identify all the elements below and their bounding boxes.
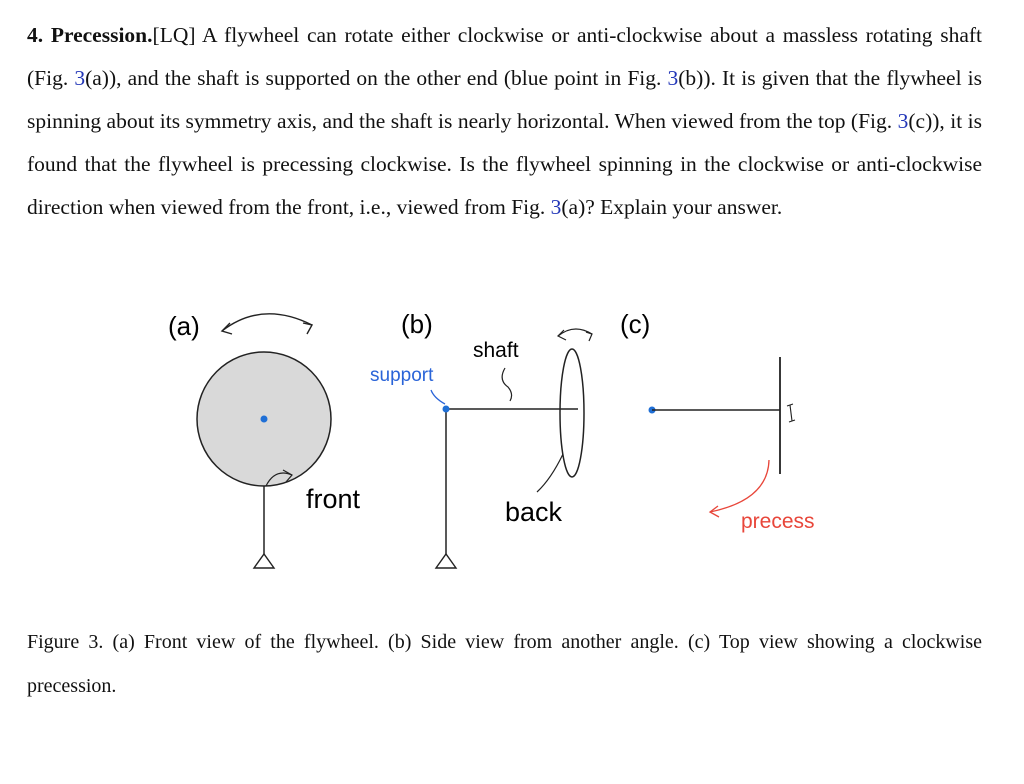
figure-ref-link[interactable]: 3 (550, 195, 562, 219)
precess-label: precess (741, 510, 815, 533)
panel-b-label: (b) (401, 309, 433, 339)
problem-text-5: (a)? Explain your answer. (561, 195, 783, 219)
problem-text-4: (c)), it is found that the flywheel is p… (27, 109, 982, 219)
problem-text-2: (a)), and the shaft is supported on the … (85, 66, 668, 90)
rotation-arrowhead-left (220, 322, 233, 335)
support-point (442, 405, 450, 413)
spin-mark-icon (786, 403, 796, 423)
figure-3: (a) front (b) support shaft back (c) pre… (168, 309, 815, 569)
shaft-axis-point (260, 415, 268, 423)
rotation-arrowhead-right (302, 322, 314, 335)
support-pointer-arrow (430, 389, 446, 405)
rotation-arrowhead-b-left (556, 329, 567, 341)
rotation-arrowhead-b-right (585, 331, 593, 342)
pivot-triangle-a (252, 552, 276, 569)
figure-ref-link[interactable]: 3 (74, 66, 86, 90)
panel-c-label: (c) (620, 309, 650, 339)
problem-title: Precession. (50, 23, 153, 47)
precess-arrow (709, 459, 770, 513)
rotation-arrow-a (221, 313, 313, 332)
back-pointer-arrow (536, 453, 564, 493)
front-label: front (306, 484, 361, 514)
problem-text-1: A flywheel can rotate either clockwise o… (27, 23, 983, 90)
shaft-label: shaft (473, 339, 519, 362)
figure-ref-link[interactable]: 3 (897, 109, 909, 133)
problem-statement: 4. Precession.[LQ] A flywheel can rotate… (27, 14, 982, 229)
front-pointer-arrowhead (282, 469, 293, 483)
problem-tag: [LQ] (152, 23, 196, 47)
support-label: support (370, 365, 434, 386)
figure-caption: Figure 3. (a) Front view of the flywheel… (27, 631, 982, 697)
figure-ref-link[interactable]: 3 (667, 66, 679, 90)
flywheel-edge (559, 348, 585, 478)
problem-text-3: (b)). It is given that the flywheel is s… (27, 66, 982, 133)
shaft-pointer-arrow (501, 367, 513, 402)
precess-arrowhead (708, 505, 720, 518)
back-label: back (505, 497, 563, 527)
pivot-triangle-b (434, 552, 458, 569)
panel-a-label: (a) (168, 311, 200, 341)
problem-number: 4. (27, 23, 44, 47)
